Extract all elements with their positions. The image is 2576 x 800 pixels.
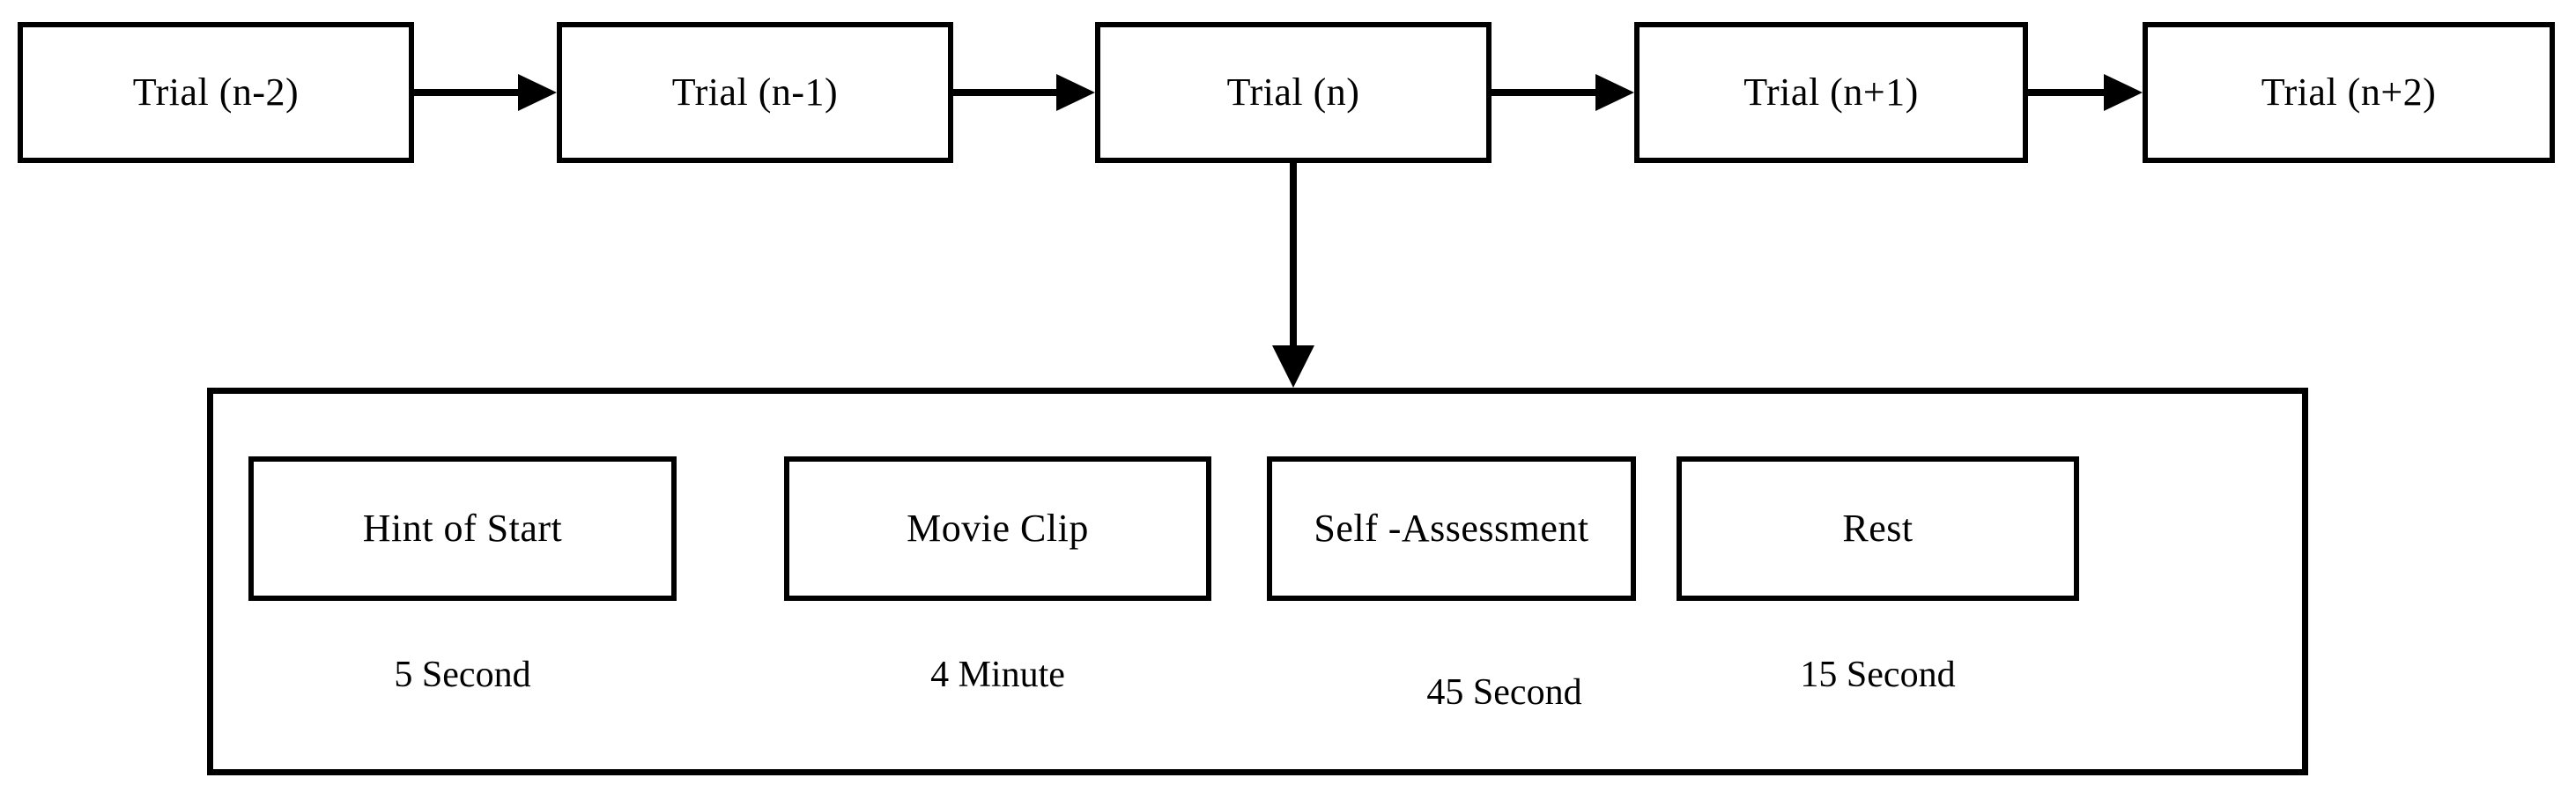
trial-box-label: Trial (n+2)	[2261, 70, 2437, 114]
trial-box-n-minus-1: Trial (n-1)	[557, 22, 953, 163]
phase-duration-hint-of-start: 5 Second	[394, 655, 531, 695]
arrow-shaft	[953, 89, 1060, 96]
phase-box-hint-of-start: Hint of Start	[248, 456, 677, 601]
trial-box-label: Trial (n+1)	[1743, 70, 1919, 114]
arrow-right-icon	[1492, 74, 1634, 111]
arrow-right-icon	[953, 74, 1095, 111]
arrow-shaft	[1290, 163, 1297, 345]
arrow-head	[1595, 74, 1634, 111]
arrow-head	[1272, 345, 1314, 388]
phase-box-rest: Rest	[1677, 456, 2079, 601]
arrow-shaft	[2028, 89, 2107, 96]
phase-box-label: Movie Clip	[907, 507, 1089, 550]
phase-box-label: Self -Assessment	[1314, 507, 1589, 550]
trial-box-n-plus-2: Trial (n+2)	[2143, 22, 2555, 163]
arrow-shaft	[414, 89, 522, 96]
arrow-head	[2104, 74, 2143, 111]
arrow-right-icon	[2028, 74, 2143, 111]
phase-duration-movie-clip: 4 Minute	[930, 655, 1065, 695]
trial-box-label: Trial (n)	[1226, 70, 1360, 114]
arrow-head	[518, 74, 557, 111]
arrow-down-icon	[1272, 163, 1314, 388]
phase-box-movie-clip: Movie Clip	[784, 456, 1211, 601]
phase-box-label: Rest	[1842, 507, 1913, 550]
phase-duration-self-assessment: 45 Second	[1426, 672, 1582, 713]
trial-box-n: Trial (n)	[1095, 22, 1492, 163]
phase-box-self-assessment: Self -Assessment	[1267, 456, 1636, 601]
trial-box-n-minus-2: Trial (n-2)	[18, 22, 414, 163]
trial-box-label: Trial (n-1)	[671, 70, 839, 114]
phase-duration-rest: 15 Second	[1800, 655, 1956, 695]
trial-detail-container: Hint of Start Movie Clip Self -Assessmen…	[207, 388, 2308, 775]
trial-box-label: Trial (n-2)	[132, 70, 300, 114]
arrow-shaft	[1492, 89, 1599, 96]
arrow-head	[1056, 74, 1095, 111]
trial-box-n-plus-1: Trial (n+1)	[1634, 22, 2028, 163]
phase-box-label: Hint of Start	[362, 507, 563, 550]
arrow-right-icon	[414, 74, 557, 111]
